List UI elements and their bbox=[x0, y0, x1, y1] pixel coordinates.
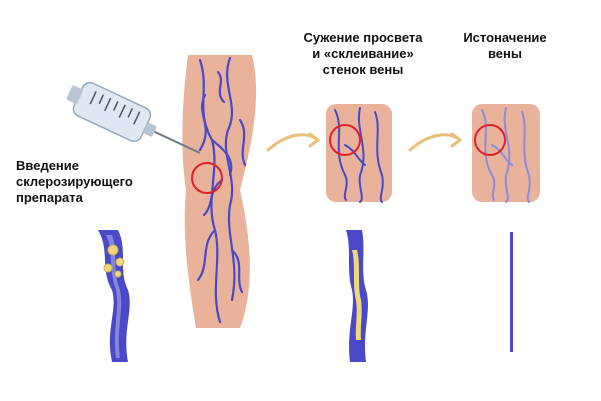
glued-walls bbox=[352, 250, 362, 340]
vein-section-atrophy bbox=[510, 232, 513, 352]
skin-patch-atrophy bbox=[472, 104, 540, 203]
sclerosant-droplets bbox=[103, 244, 125, 278]
caption-narrowing: Сужение просвета и «склеивание» стенок в… bbox=[303, 30, 423, 77]
caption-injection: Введение склерозирующего препарата bbox=[16, 158, 133, 205]
atrophy-marker bbox=[474, 124, 506, 156]
leg-varicose bbox=[182, 55, 257, 328]
vein-section-narrowing bbox=[346, 230, 368, 362]
syringe-icon bbox=[66, 81, 201, 154]
caption-atrophy: Истоначение вены bbox=[463, 30, 547, 61]
arrow-right-icon bbox=[266, 132, 320, 152]
skin-patch-narrowing bbox=[326, 104, 392, 203]
arrow-right-icon bbox=[408, 132, 462, 152]
narrowing-marker bbox=[329, 124, 361, 156]
injection-site-marker bbox=[191, 162, 223, 194]
vein-section-injection bbox=[98, 230, 130, 362]
leg-veins bbox=[196, 56, 247, 324]
